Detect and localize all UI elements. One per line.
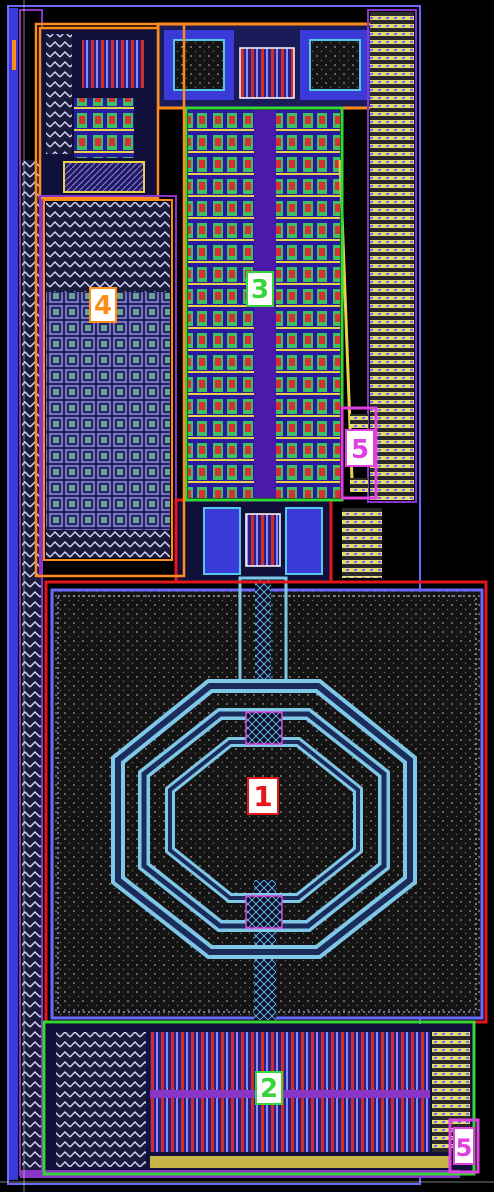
upper-left-cells — [74, 98, 134, 158]
region-label-3: 3 — [246, 271, 274, 307]
region-5b-outline — [448, 1118, 480, 1174]
region-label-2: 2 — [255, 1071, 283, 1105]
right-cell-column-lower — [342, 508, 382, 578]
region-label-5b: 5 — [453, 1127, 475, 1165]
inductor-coil-middle-core — [141, 711, 387, 929]
region-3-outline — [184, 106, 344, 502]
mid-pad-right — [285, 507, 323, 575]
top-center-device — [239, 47, 295, 99]
left-rail-outer — [8, 8, 18, 1180]
grid-array-top — [46, 202, 170, 292]
right-cell-border — [367, 9, 417, 503]
upper-left-orange-trace — [12, 40, 16, 70]
lower-array-stripe — [150, 1090, 430, 1098]
inductor-coil-inner-core — [168, 740, 360, 900]
inductor-field-edge — [57, 595, 477, 1013]
grid-array-border — [43, 199, 173, 561]
region-label-4: 4 — [89, 287, 117, 323]
region-5a-cell-top — [350, 414, 368, 428]
inductor-coil-outer-core — [115, 683, 413, 955]
region-label-1-text: 1 — [253, 780, 272, 813]
lower-chevrons — [56, 1032, 146, 1167]
inductor-feed-top-core — [255, 580, 271, 690]
region-label-5a-text: 5 — [351, 435, 369, 465]
region-2-outline — [42, 1020, 476, 1176]
mid-pad-left — [203, 507, 241, 575]
region-5a-cell-bottom — [350, 478, 368, 492]
inductor-crossover-bottom — [245, 895, 283, 929]
mid-device — [245, 513, 281, 567]
lower-bottom-rail — [150, 1156, 450, 1168]
region-label-3-text: 3 — [251, 275, 269, 305]
region-4-outline — [34, 22, 186, 578]
region-label-2-text: 2 — [260, 1074, 278, 1104]
region-label-5a: 5 — [345, 429, 375, 467]
upper-left-red-array — [82, 40, 144, 88]
region-5a-outline — [340, 406, 378, 500]
region-label-4-text: 4 — [94, 291, 112, 321]
grid-array-bottom — [46, 530, 170, 558]
upper-left-small — [63, 161, 145, 193]
top-pad-left-core — [173, 39, 225, 91]
top-pad-right-core — [309, 39, 361, 91]
region-label-1: 1 — [247, 777, 279, 815]
region-label-5b-text: 5 — [456, 1134, 473, 1162]
upper-left-chevrons — [46, 34, 72, 154]
inductor-crossover-top — [245, 711, 283, 745]
